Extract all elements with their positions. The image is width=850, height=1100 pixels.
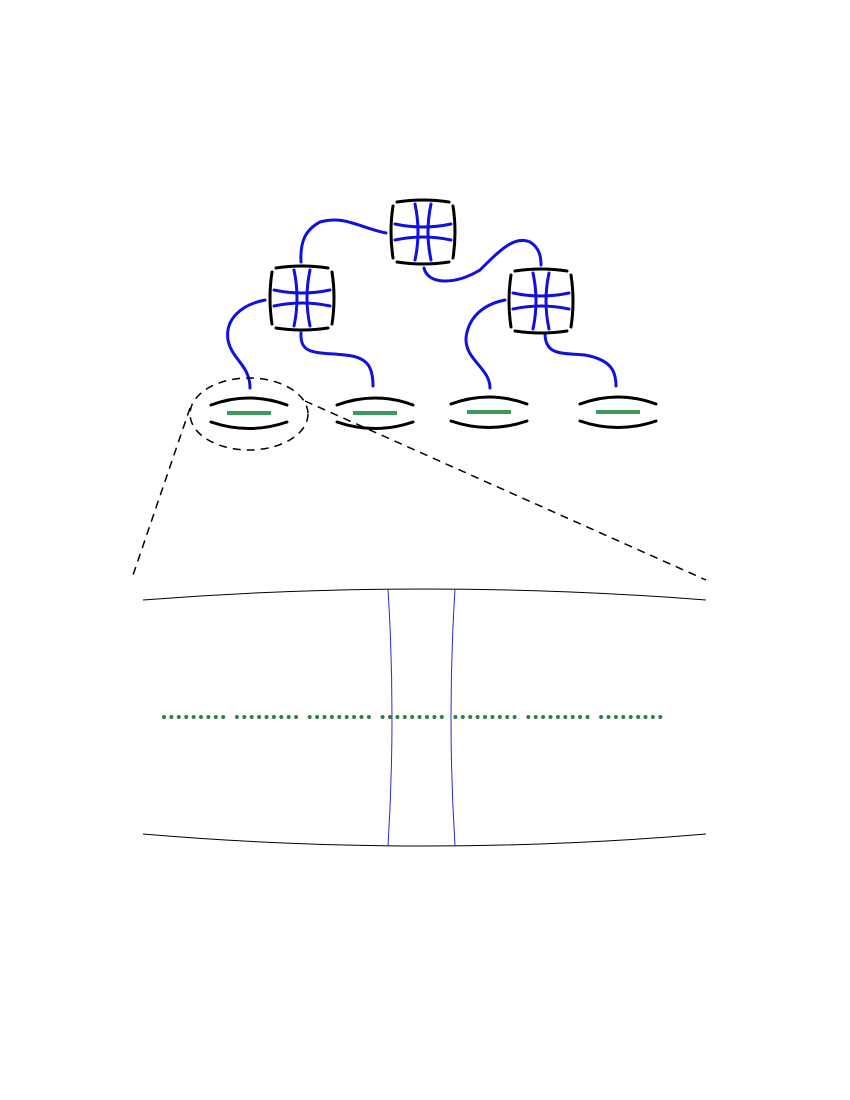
zoom-dot — [563, 715, 568, 719]
zoom-dot — [548, 715, 553, 719]
leaf-3 — [449, 395, 529, 429]
zoom-dot — [505, 715, 510, 719]
zoom-dot — [176, 715, 181, 719]
zoom-dot — [658, 715, 663, 719]
node-top — [389, 198, 457, 266]
zoom-dot — [621, 715, 626, 719]
zoom-dot — [264, 715, 269, 719]
zoom-strand-left — [387, 588, 393, 847]
zoom-dot — [199, 715, 203, 719]
leaf-1 — [209, 396, 289, 430]
zoom-dot — [628, 715, 633, 719]
zoom-view — [142, 588, 707, 847]
zoom-dot — [643, 715, 648, 719]
zoom-dot — [533, 715, 538, 719]
zoom-dot — [315, 715, 320, 719]
zoom-dot — [221, 715, 226, 719]
zoom-dot — [613, 715, 618, 719]
zoom-ellipse — [189, 377, 309, 451]
zoom-dot — [512, 715, 517, 719]
zoom-line-right — [304, 400, 707, 581]
tree-links — [226, 218, 618, 390]
zoom-dot — [526, 715, 531, 719]
zoom-strand-right — [450, 588, 456, 847]
link-right-to-leaf3 — [464, 298, 507, 390]
zoom-dot-row — [162, 715, 663, 719]
zoom-top-boundary — [142, 588, 707, 601]
zoom-dot — [453, 715, 458, 719]
node-right — [507, 267, 575, 335]
zoom-dot — [410, 715, 415, 719]
link-top-to-left — [299, 218, 388, 264]
zoom-dot — [279, 715, 284, 719]
zoom-dot — [344, 715, 349, 719]
zoom-dot — [402, 715, 407, 719]
zoom-dot — [460, 715, 465, 719]
link-right-to-leaf4 — [543, 331, 618, 388]
zoom-dot — [184, 715, 189, 719]
zoom-dot — [599, 715, 604, 719]
zoom-line-left — [131, 407, 191, 579]
zoom-dot — [585, 715, 590, 719]
zoom-dot — [541, 715, 546, 719]
zoom-dot — [475, 715, 480, 719]
zoom-dot — [490, 715, 495, 719]
zoom-dot — [307, 715, 312, 719]
zoom-dot — [555, 715, 560, 719]
zoom-dot — [271, 715, 276, 719]
zoom-dot — [606, 715, 611, 719]
zoom-dot — [578, 715, 583, 719]
zoom-dot — [294, 715, 299, 719]
zoom-dot — [322, 715, 327, 719]
zoom-dot — [337, 715, 342, 719]
zoom-dot — [636, 715, 641, 719]
zoom-callout — [131, 377, 707, 581]
zoom-dot — [213, 715, 218, 719]
zoom-dot — [650, 715, 655, 719]
zoom-bottom-boundary — [142, 833, 707, 847]
zoom-dot — [352, 715, 357, 719]
zoom-dot — [249, 715, 254, 719]
zoom-dot — [359, 715, 364, 719]
zoom-dot — [468, 715, 473, 719]
leaf-4 — [578, 395, 658, 429]
zoom-dot — [425, 715, 429, 719]
zoom-dot — [206, 715, 211, 719]
zoom-dot — [286, 715, 291, 719]
zoom-dot — [169, 715, 174, 719]
zoom-dot — [483, 715, 487, 719]
zoom-dot — [329, 715, 334, 719]
zoom-dot — [388, 715, 392, 719]
zoom-dot — [366, 715, 371, 719]
zoom-dot — [395, 715, 400, 719]
zoom-dot — [417, 715, 422, 719]
zoom-dot — [439, 715, 444, 719]
zoom-dot — [380, 715, 385, 719]
node-left — [268, 264, 336, 332]
zoom-dot — [432, 715, 437, 719]
zoom-dot — [497, 715, 502, 719]
zoom-dot — [234, 715, 239, 719]
link-left-to-leaf1 — [226, 298, 267, 390]
zoom-dot — [257, 715, 262, 719]
link-left-to-leaf2 — [299, 331, 375, 388]
zoom-dot — [242, 715, 247, 719]
zoom-dot — [570, 715, 575, 719]
zoom-dot — [191, 715, 196, 719]
leaf-2 — [335, 396, 415, 430]
link-top-to-right — [422, 238, 543, 283]
zoom-dot — [162, 715, 166, 719]
